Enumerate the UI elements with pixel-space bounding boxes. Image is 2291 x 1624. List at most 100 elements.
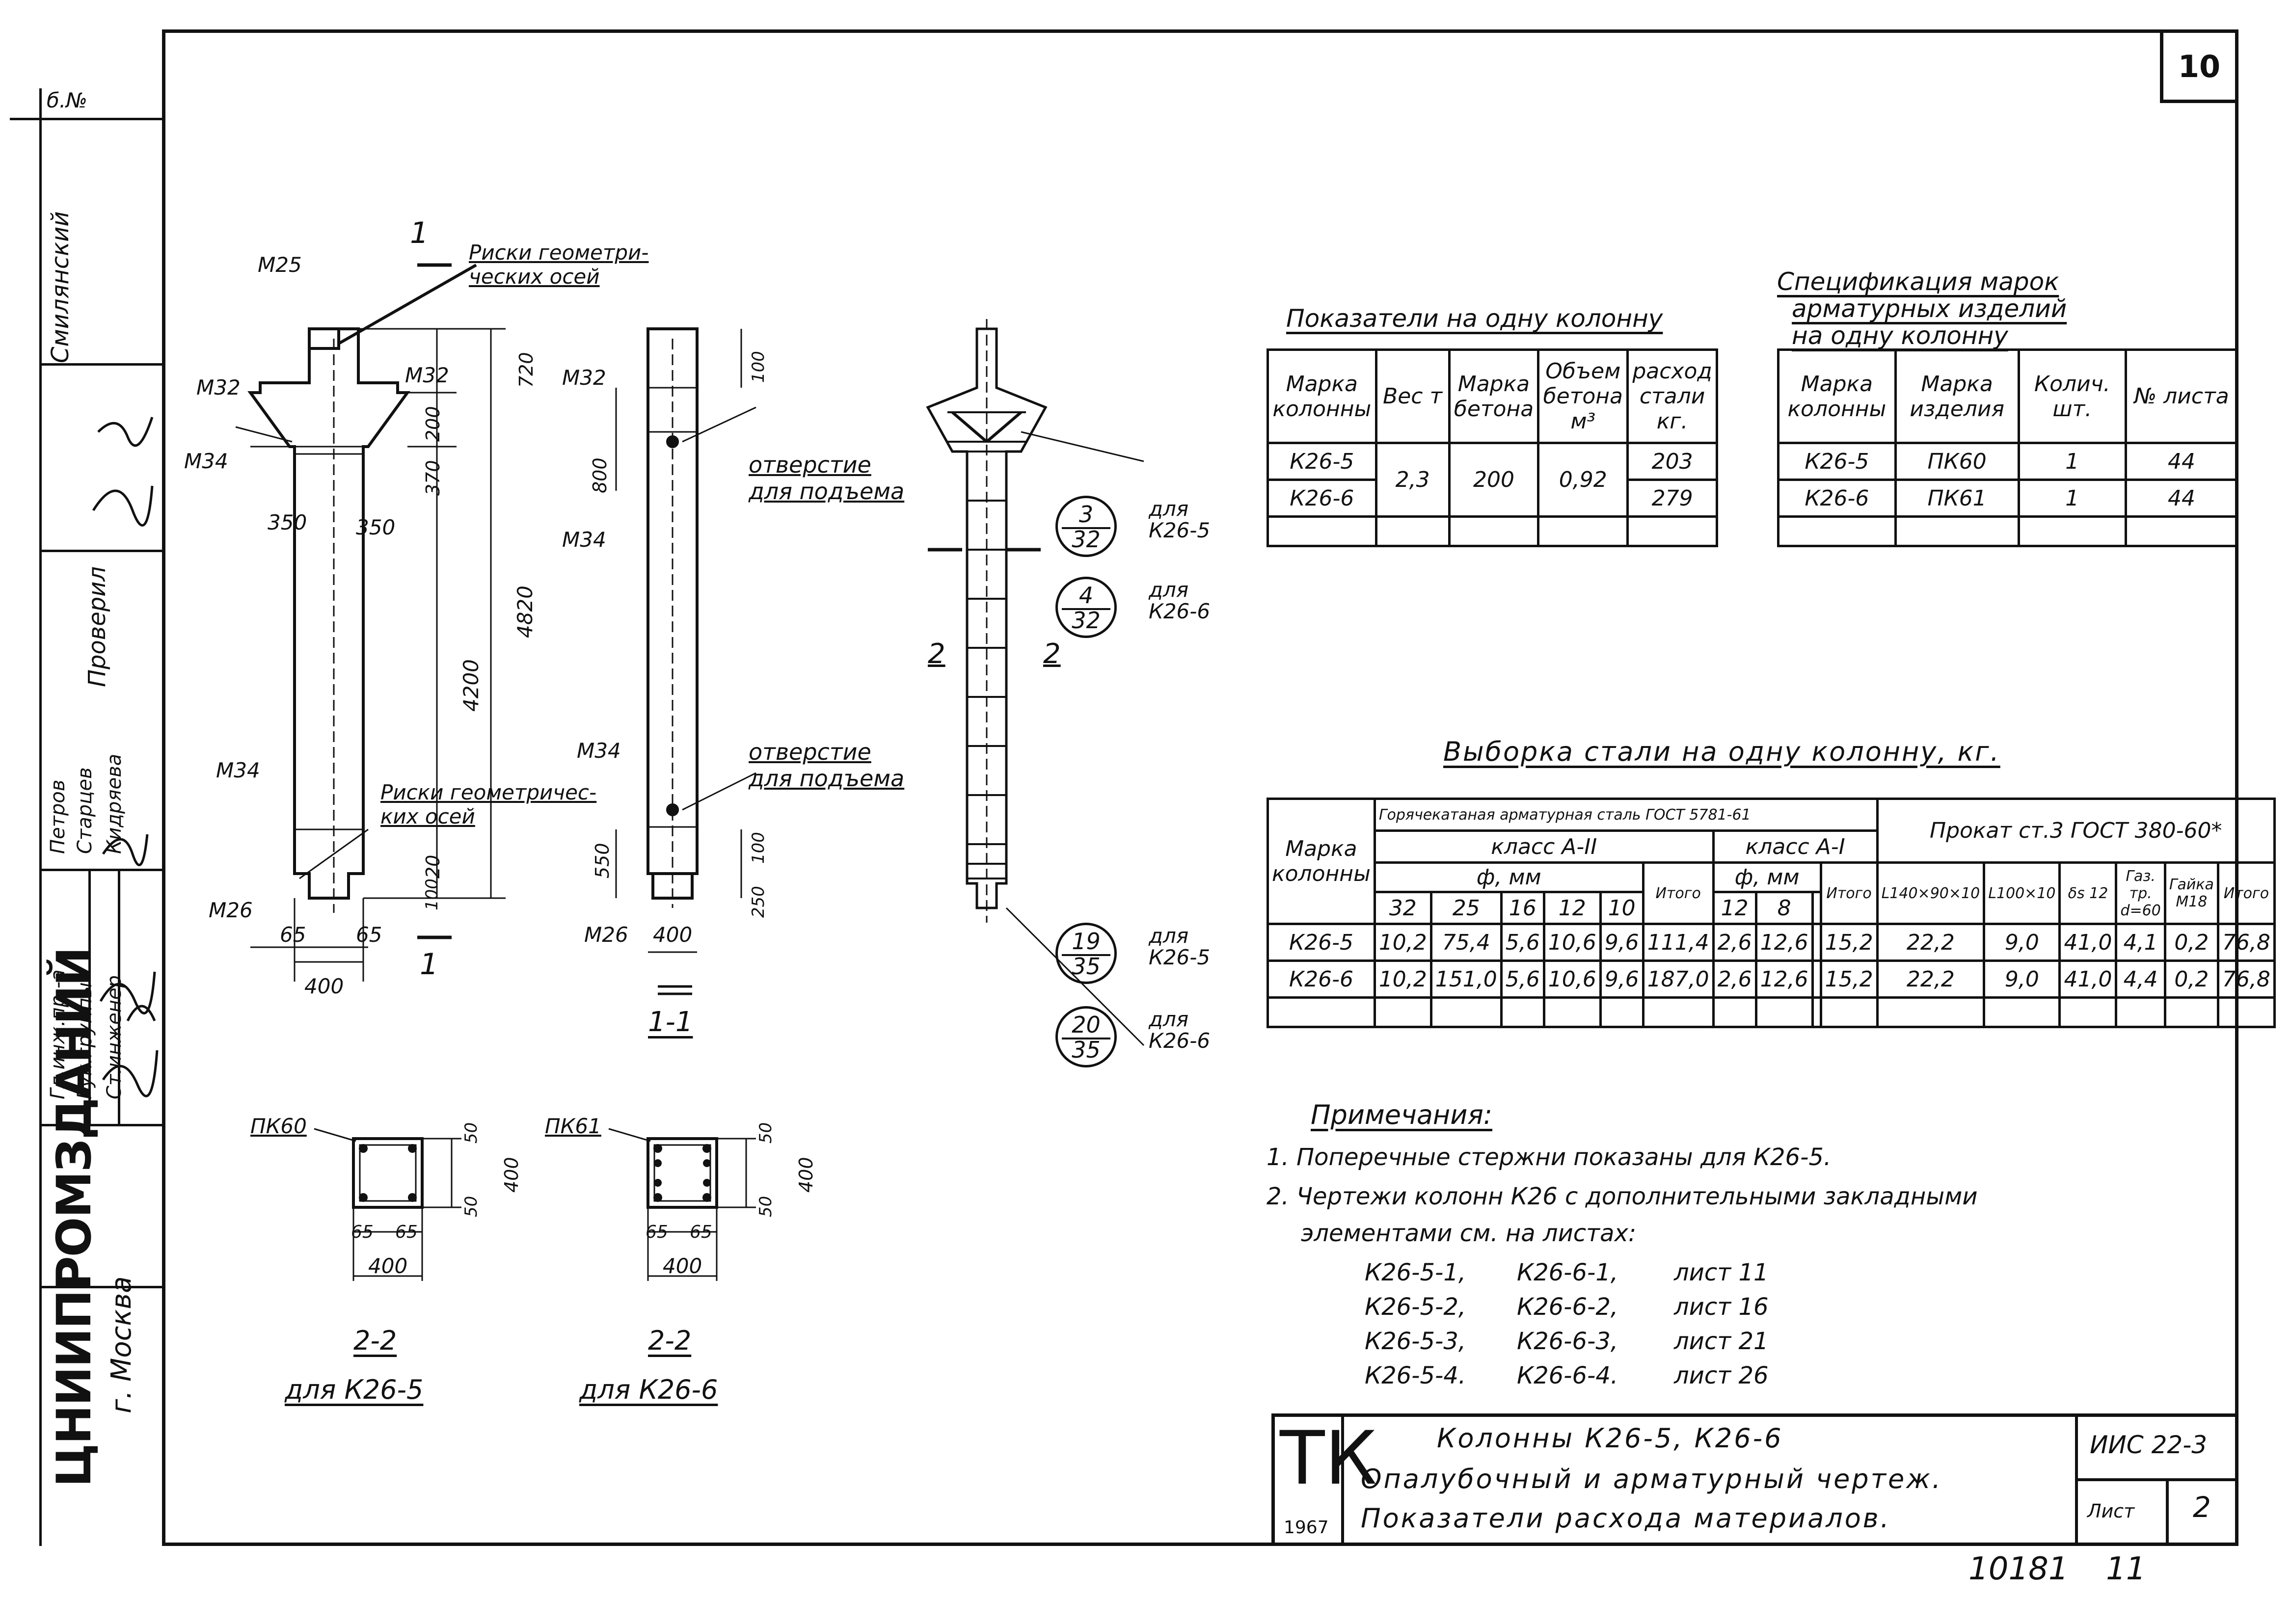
table-cell: 10,2: [1373, 959, 1432, 999]
table-header: L140×90×10: [1876, 861, 1986, 925]
table-row: [1267, 996, 2276, 1028]
table-cell: 76,8: [2216, 923, 2276, 962]
embed-label: M26: [209, 898, 253, 922]
dim-label: 400: [653, 923, 693, 947]
indicators-table: Марка колонны Вес т Марка бетона Объем б…: [1267, 348, 1718, 547]
table-cell: 111,4: [1642, 923, 1715, 962]
steel-table: Марка колонны Горячекатаная арматурная с…: [1267, 798, 2276, 1028]
stamp-line: [39, 363, 162, 366]
table-cell: [1777, 515, 1897, 547]
note-ref: К26-6-4.: [1517, 1362, 1618, 1389]
callout-divider: [1062, 954, 1110, 956]
table-cell: [2163, 996, 2219, 1028]
table-cell: [1642, 996, 1715, 1028]
dim-label: 65: [356, 923, 382, 947]
table-cell: [1599, 996, 1644, 1028]
note-ref: К26-6-1,: [1517, 1259, 1618, 1286]
table-cell: [1542, 996, 1602, 1028]
table-cell: [2216, 996, 2276, 1028]
stamp-line: [39, 1286, 162, 1288]
table-cell: [1894, 515, 2020, 547]
section-subtitle: для К26-6: [579, 1374, 718, 1405]
table-cell: 22,2: [1876, 959, 1986, 999]
table-header: Итого: [1642, 861, 1715, 925]
sheet-number: 10: [2160, 29, 2238, 103]
dim-label: 400: [795, 1157, 817, 1193]
callout-note: для К26-5: [1149, 497, 1211, 543]
table-cell: К26-5: [1267, 923, 1376, 962]
section-item-name: ПК61: [545, 1114, 601, 1138]
note-ref: лист 21: [1674, 1328, 1769, 1355]
tb-sheet-label: Лист: [2087, 1500, 2135, 1522]
tb-line: [2166, 1478, 2169, 1543]
note-ref: К26-5-2,: [1365, 1293, 1466, 1321]
table-header: Итого: [1819, 861, 1879, 925]
stamp-line: [39, 1124, 162, 1126]
dim-label: 4820: [513, 586, 537, 638]
table-cell: [1819, 996, 1879, 1028]
table-header: № листа: [2125, 348, 2238, 444]
table-cell: 1: [2017, 442, 2128, 481]
table-cell: 12,6: [1754, 923, 1814, 962]
table-cell: 75,4: [1429, 923, 1503, 962]
table-cell: [1754, 996, 1814, 1028]
table-cell: К26-6: [1777, 479, 1897, 518]
stamp-line: [88, 869, 91, 1124]
embed-label: M32: [196, 375, 241, 399]
specification-table: Марка колонны Марка изделия Колич. шт. №…: [1777, 348, 2238, 547]
table-cell: К26-6: [1267, 959, 1376, 999]
table-header: Вес т: [1375, 348, 1451, 444]
tb-line2: Опалубочный и арматурный чертеж.: [1361, 1464, 1943, 1494]
table-cell: 9,0: [1983, 923, 2061, 962]
dim-label: 65: [351, 1222, 374, 1242]
table-header: 12: [1712, 891, 1757, 925]
table-cell: [1983, 996, 2061, 1028]
callout-top: 4: [1078, 582, 1094, 609]
section-item-name: ПК60: [250, 1114, 307, 1138]
table-cell: [1811, 923, 1822, 962]
callout-divider: [1062, 527, 1110, 529]
stamp-line: [39, 869, 162, 871]
dim-label: 200: [422, 406, 444, 442]
table-header: 10: [1599, 891, 1644, 925]
table-cell: [1537, 515, 1629, 547]
table-header: Газ. тр. d=60: [2115, 861, 2166, 925]
lifting-hole-note: отверстие для подъема: [749, 452, 905, 505]
table-row: К26-5 ПК60 1 44: [1777, 442, 2238, 481]
table-row: [1777, 515, 2238, 547]
table-header: класс А-II: [1373, 829, 1715, 864]
table-cell: 9,6: [1599, 959, 1644, 999]
dim-label: 400: [501, 1157, 522, 1193]
table-cell: [1811, 891, 1822, 925]
callout-divider: [1062, 608, 1110, 610]
cut-mark: 2: [1043, 638, 1061, 670]
table-row: К26-6 10,2 151,0 5,6 10,6 9,6 187,0 2,6 …: [1267, 959, 2276, 999]
archive-number: 10181: [1968, 1551, 2069, 1587]
callout-bottom: 35: [1072, 953, 1101, 980]
steel-title: Выборка стали на одну колонну, кг.: [1443, 736, 2000, 767]
spec-title: Спецификация марок: [1777, 267, 2059, 296]
table-cell: 41,0: [2058, 923, 2118, 962]
tk-logo: ТК: [1280, 1416, 1377, 1501]
table-cell: 76,8: [2216, 959, 2276, 999]
table-header: Марка колонны: [1777, 348, 1897, 444]
note-item: элементами см. на листах:: [1301, 1220, 1637, 1247]
section-title: 2-2: [353, 1325, 397, 1356]
table-row: К26-5 2,3 200 0,92 203: [1267, 442, 1718, 518]
table-cell: 22,2: [1876, 923, 1986, 962]
dim-label: 250: [749, 886, 768, 918]
cut-mark: 2: [928, 638, 945, 670]
drawing-frame: [162, 29, 2238, 1546]
table-header: 32: [1373, 891, 1432, 925]
detail-callout: 3 32: [1055, 496, 1117, 557]
table-cell: 10,6: [1542, 959, 1602, 999]
table-cell: [1811, 996, 1822, 1028]
table-cell: 41,0: [2058, 959, 2118, 999]
note-ref: лист 16: [1674, 1293, 1769, 1321]
tb-line3: Показатели расхода материалов.: [1361, 1503, 1891, 1534]
stamp-signatures: [92, 417, 159, 1097]
indicators-title: Показатели на одну колонну: [1286, 304, 1663, 333]
note-item: 2. Чертежи колонн К26 с дополнительными …: [1267, 1183, 1978, 1210]
archive-page: 11: [2106, 1551, 2146, 1587]
callout-divider: [1062, 1038, 1110, 1039]
